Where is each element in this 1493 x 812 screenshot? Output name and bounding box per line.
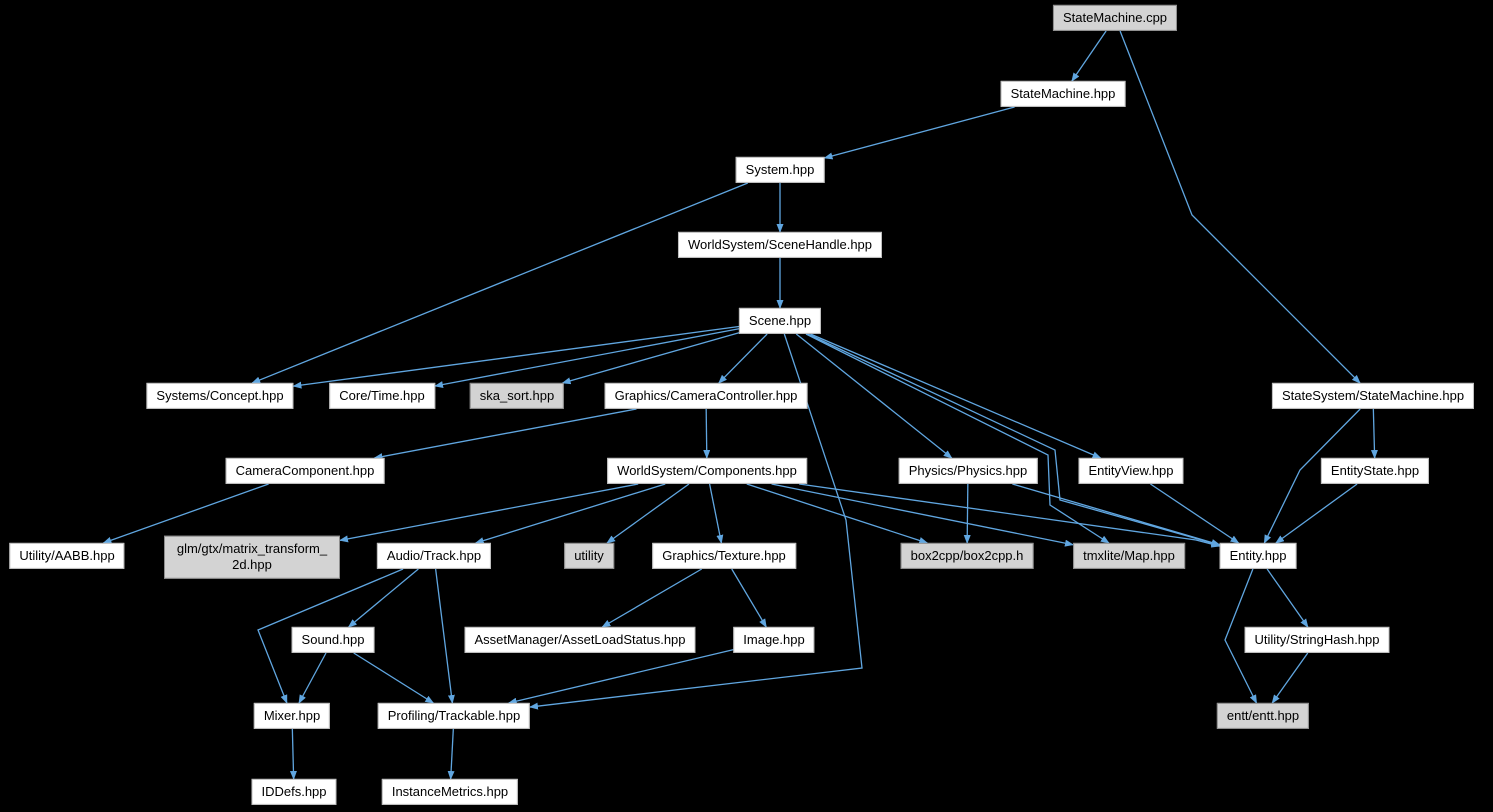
edge-components-to-glm <box>339 483 639 543</box>
edge-texture-to-image <box>731 568 767 628</box>
node-scenehandle[interactable]: WorldSystem/SceneHandle.hpp <box>677 231 883 259</box>
node-statesys[interactable]: StateSystem/StateMachine.hpp <box>1271 382 1475 410</box>
node-camcomp[interactable]: CameraComponent.hpp <box>225 457 385 485</box>
edge-scene-to-entityview <box>810 333 1102 459</box>
edge-scene-to-skasort <box>561 332 740 385</box>
edge-components-to-texture <box>708 483 724 544</box>
edge-track-to-sound <box>347 568 419 628</box>
node-smhpp[interactable]: StateMachine.hpp <box>1000 80 1126 108</box>
edge-trackable-to-instmetrics <box>447 728 455 780</box>
node-entitystate[interactable]: EntityState.hpp <box>1320 457 1430 485</box>
node-texture[interactable]: Graphics/Texture.hpp <box>652 542 796 570</box>
node-system[interactable]: System.hpp <box>735 156 825 184</box>
node-components[interactable]: WorldSystem/Components.hpp <box>607 457 807 485</box>
edge-physics-to-box2cpp <box>963 483 971 544</box>
edge-statesys-to-entity <box>1263 408 1361 544</box>
edge-components-to-box2cpp <box>746 483 929 544</box>
node-skasort[interactable]: ska_sort.hpp <box>469 382 565 410</box>
node-entityview[interactable]: EntityView.hpp <box>1078 457 1184 485</box>
edge-camcomp-to-aabb <box>102 483 269 544</box>
node-physics[interactable]: Physics/Physics.hpp <box>898 457 1038 485</box>
edge-physics-to-entity <box>1012 483 1221 546</box>
node-sound[interactable]: Sound.hpp <box>291 626 375 654</box>
node-entity[interactable]: Entity.hpp <box>1219 542 1297 570</box>
node-stringhash[interactable]: Utility/StringHash.hpp <box>1244 626 1390 654</box>
edge-entity-to-entt <box>1224 568 1258 704</box>
edge-texture-to-assetload <box>601 568 703 628</box>
edge-system-to-concept <box>251 182 749 384</box>
node-utility[interactable]: utility <box>564 542 614 570</box>
edge-smcpp-to-statesys <box>1119 30 1361 384</box>
edge-stringhash-to-entt <box>1271 652 1309 704</box>
node-box2cpp[interactable]: box2cpp/box2cpp.h <box>900 542 1034 570</box>
node-mixer[interactable]: Mixer.hpp <box>253 702 331 730</box>
edge-sound-to-mixer <box>298 652 327 704</box>
edge-components-to-entity <box>799 483 1221 548</box>
edge-smcpp-to-smhpp <box>1071 30 1107 82</box>
node-assetload[interactable]: AssetManager/AssetLoadStatus.hpp <box>464 626 696 654</box>
node-smcpp[interactable]: StateMachine.cpp <box>1052 4 1178 32</box>
edge-scene-to-camctrl <box>718 333 768 384</box>
edge-components-to-utility <box>606 483 690 544</box>
edge-sound-to-trackable <box>353 652 435 704</box>
edge-camctrl-to-components <box>703 408 711 459</box>
edge-mixer-to-iddefs <box>289 728 297 780</box>
edge-track-to-mixer <box>257 568 404 704</box>
node-tmxlite[interactable]: tmxlite/Map.hpp <box>1073 542 1185 570</box>
edge-statesys-to-entitystate <box>1370 408 1378 459</box>
edge-track-to-trackable <box>434 568 455 704</box>
node-entt[interactable]: entt/entt.hpp <box>1216 702 1310 730</box>
node-iddefs[interactable]: IDDefs.hpp <box>251 778 337 806</box>
edge-entity-to-stringhash <box>1266 568 1309 628</box>
node-image[interactable]: Image.hpp <box>733 626 815 654</box>
edge-scene-to-trackable <box>529 333 863 710</box>
edge-scene-to-tmxlite <box>805 333 1110 544</box>
edge-scene-to-time <box>434 328 740 388</box>
node-concept[interactable]: Systems/Concept.hpp <box>146 382 294 410</box>
node-scene[interactable]: Scene.hpp <box>738 307 822 335</box>
edge-smhpp-to-system <box>823 106 1015 160</box>
edge-components-to-track <box>474 483 666 544</box>
edge-scene-to-entity <box>807 333 1221 547</box>
node-trackable[interactable]: Profiling/Trackable.hpp <box>377 702 531 730</box>
edge-components-to-tmxlite <box>771 483 1074 547</box>
edge-entityview-to-entity <box>1150 483 1240 544</box>
node-camctrl[interactable]: Graphics/CameraController.hpp <box>604 382 808 410</box>
node-glm[interactable]: glm/gtx/matrix_transform_2d.hpp <box>164 535 340 579</box>
edge-image-to-trackable <box>507 648 734 705</box>
edge-camctrl-to-camcomp <box>373 408 637 460</box>
node-track[interactable]: Audio/Track.hpp <box>376 542 492 570</box>
edge-scene-to-concept <box>292 325 740 389</box>
edge-entitystate-to-entity <box>1275 483 1358 544</box>
edge-scene-to-physics <box>795 333 953 459</box>
node-instmetrics[interactable]: InstanceMetrics.hpp <box>381 778 519 806</box>
node-time[interactable]: Core/Time.hpp <box>329 382 435 410</box>
node-aabb[interactable]: Utility/AABB.hpp <box>9 542 125 570</box>
